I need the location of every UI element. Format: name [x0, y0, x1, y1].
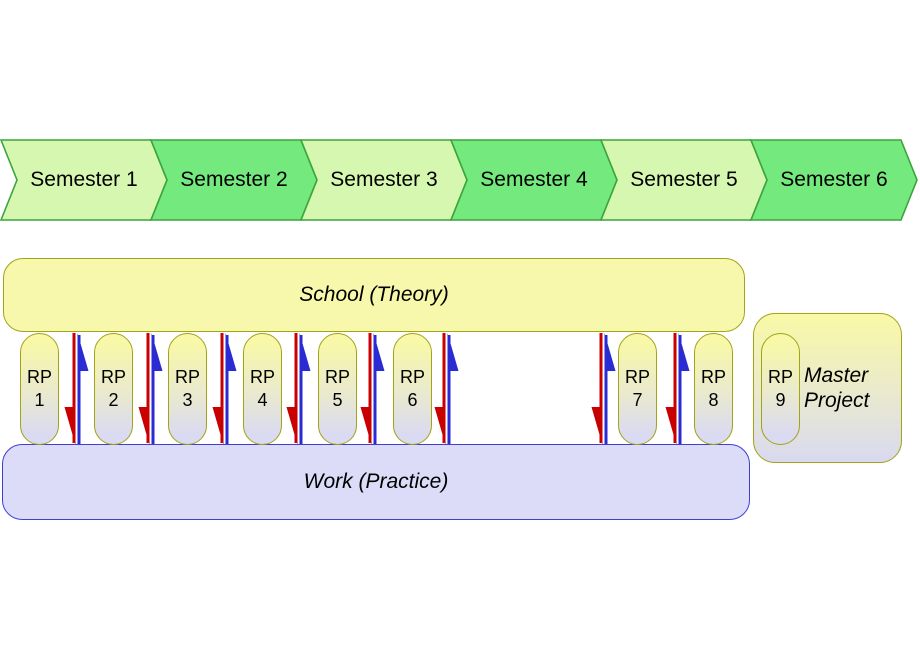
rp-9-pill: RP 9 — [761, 333, 800, 445]
rp-1-line1: RP — [26, 367, 52, 387]
semester-5-label: Semester 5 — [630, 168, 738, 191]
rp-3-line2: 3 — [182, 390, 193, 410]
exchange-arrows-pair-8 — [665, 333, 690, 445]
rp-2-line1: RP — [100, 367, 126, 387]
rp-4-pill: RP 4 — [243, 333, 282, 445]
down-arrow-head — [665, 407, 677, 445]
rp-9-line2: 9 — [775, 390, 786, 410]
down-arrow-head — [286, 407, 298, 445]
rp-4-line1: RP — [249, 367, 275, 387]
down-arrow-head — [591, 407, 603, 445]
exchange-arrows-pair-2 — [138, 333, 163, 445]
exchange-arrows-pair-4 — [286, 333, 311, 445]
exchange-arrows-pair-5 — [360, 333, 385, 445]
rp-3-line1: RP — [174, 367, 200, 387]
rp-6-line1: RP — [399, 367, 425, 387]
exchange-arrows-pair-1 — [64, 333, 89, 445]
semester-1-label: Semester 1 — [30, 168, 138, 191]
rp-7-pill: RP 7 — [618, 333, 657, 445]
rp-8-line1: RP — [700, 367, 726, 387]
rp-1-pill: RP 1 — [20, 333, 59, 445]
semester-3-label: Semester 3 — [330, 168, 438, 191]
semester-6-chevron — [749, 139, 918, 221]
exchange-arrows-pair-3 — [212, 333, 237, 445]
rp-4-line2: 4 — [257, 390, 268, 410]
rp-9-line1: RP — [767, 367, 793, 387]
down-arrow-head — [138, 407, 150, 445]
exchange-arrows-pair-6 — [434, 333, 459, 445]
rp-1-line2: 1 — [34, 390, 45, 410]
rp-5-line1: RP — [324, 367, 350, 387]
up-arrow-head — [151, 333, 163, 371]
rp-5-line2: 5 — [332, 390, 343, 410]
semester-2-label: Semester 2 — [180, 168, 288, 191]
rp-6-pill: RP 6 — [393, 333, 432, 445]
rp-8-pill: RP 8 — [694, 333, 733, 445]
rp-3-pill: RP 3 — [168, 333, 207, 445]
up-arrow-head — [373, 333, 385, 371]
up-arrow-head — [299, 333, 311, 371]
work-practice-label: Work (Practice) — [303, 470, 449, 493]
down-arrow-head — [360, 407, 372, 445]
up-arrow-head — [447, 333, 459, 371]
master-project-label: Master Project — [804, 364, 870, 412]
rp-7-line1: RP — [624, 367, 650, 387]
school-theory-label: School (Theory) — [299, 283, 449, 306]
exchange-arrows-pair-7 — [591, 333, 616, 445]
down-arrow-head — [64, 407, 76, 445]
semester-6-label: Semester 6 — [780, 168, 888, 191]
down-arrow-head — [212, 407, 224, 445]
school-theory-box: School (Theory) — [3, 258, 745, 332]
semester-4-label: Semester 4 — [480, 168, 588, 191]
up-arrow-head — [678, 333, 690, 371]
rp-2-line2: 2 — [108, 390, 119, 410]
rp-5-pill: RP 5 — [318, 333, 357, 445]
work-practice-box: Work (Practice) — [2, 444, 750, 520]
rp-8-line2: 8 — [708, 390, 719, 410]
rp-7-line2: 7 — [632, 390, 643, 410]
up-arrow-head — [604, 333, 616, 371]
rp-2-pill: RP 2 — [94, 333, 133, 445]
up-arrow-head — [77, 333, 89, 371]
up-arrow-head — [225, 333, 237, 371]
rp-6-line2: 6 — [407, 390, 418, 410]
down-arrow-head — [434, 407, 446, 445]
